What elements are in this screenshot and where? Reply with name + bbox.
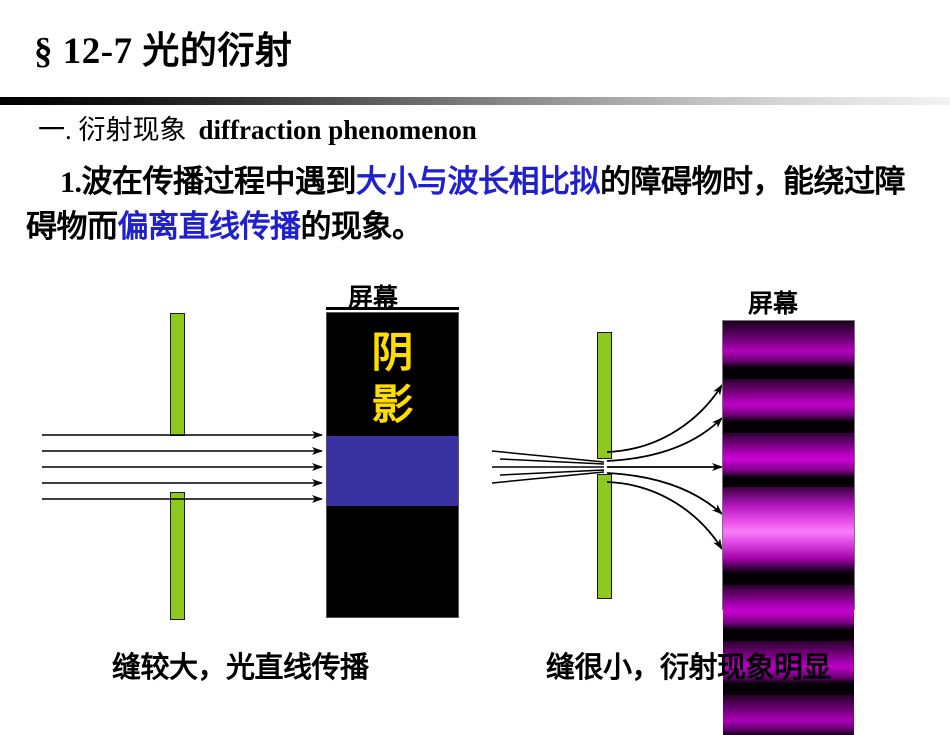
fringe-order-4-down (723, 695, 854, 735)
body-highlight-2: 偏离直线传播 (117, 209, 302, 245)
left-screen-panel: 阴 影 (326, 312, 459, 618)
shadow-label-line-2: 影 (371, 380, 414, 429)
body-segment-3: 的现象。 (300, 209, 424, 245)
right-screen-label: 屏幕 (748, 289, 799, 318)
left-ray-group (42, 431, 323, 503)
fringe-edge-top (723, 321, 854, 327)
right-caption: 缝很小，衍射现象明显 (546, 650, 832, 684)
left-screen-label-underline (326, 307, 459, 310)
right-diffracted-ray-down-inner (606, 472, 723, 515)
fringe-order-3-down (723, 641, 854, 683)
fringe-order-2-down (723, 585, 854, 629)
right-diffracted-ray-up-outer (606, 384, 723, 453)
body-segment-1: 波在传播过程中遇到 (81, 164, 357, 200)
minimum-4-up (723, 367, 854, 379)
fringe-order-4-up (723, 327, 854, 367)
right-incoming-ray-5 (491, 471, 605, 484)
minimum-2-down (723, 573, 854, 585)
section-heading-en: diffraction phenomenon (198, 115, 477, 145)
right-barrier-lower (597, 474, 612, 599)
right-barrier-upper (597, 332, 612, 459)
fringe-order-3-up (723, 379, 854, 421)
left-caption: 缝较大，光直线传播 (112, 650, 369, 684)
left-lit-band (327, 436, 458, 506)
right-incoming-ray-2 (499, 458, 605, 465)
fringe-order-2-up (723, 433, 854, 477)
central-maximum (723, 487, 854, 573)
shadow-label-line-1: 阴 (371, 328, 414, 377)
section-heading-cn: 一. 衍射现象 (38, 115, 187, 145)
section-heading: 一. 衍射现象 diffraction phenomenon (38, 108, 477, 147)
shadow-label: 阴 影 (327, 327, 458, 431)
body-paragraph: 1.波在传播过程中遇到大小与波长相比拟的障碍物时，能绕过障碍物而偏离直线传播的现… (26, 160, 926, 249)
right-diffracted-ray-down-outer (606, 481, 723, 550)
right-screen-panel (722, 320, 855, 735)
minimum-3-down (723, 629, 854, 641)
list-item-number: 1. (60, 166, 82, 199)
right-ray-group (491, 384, 723, 550)
minimum-2-up (723, 477, 854, 487)
right-incoming-ray-1 (491, 450, 605, 463)
left-barrier-lower (170, 492, 185, 620)
body-highlight-1: 大小与波长相比拟 (356, 164, 601, 200)
right-diffracted-ray-up-inner (606, 417, 723, 462)
title-divider-gradient (0, 97, 950, 105)
minimum-3-up (723, 421, 854, 433)
body-segment-2: 的障碍物时，能绕过障碍物而 (26, 164, 906, 245)
right-incoming-ray-4 (499, 469, 605, 476)
minimum-4-down (723, 683, 854, 695)
page-title: § 12-7 光的衍射 (34, 31, 293, 72)
